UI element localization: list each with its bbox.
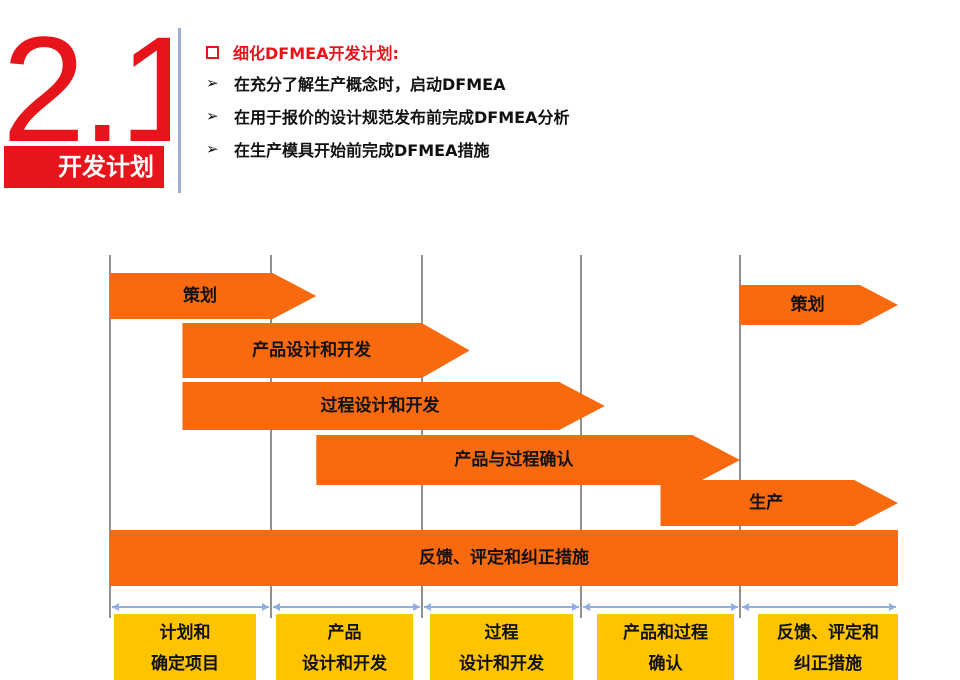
intro-bullet: ➢ 在充分了解生产概念时，启动DFMEA: [206, 66, 569, 99]
apqp-timeline-diagram: 策划策划产品设计和开发过程设计和开发产品与过程确认生产反馈、评定和纠正措施计划和…: [109, 255, 898, 680]
square-bullet-icon: [206, 45, 219, 59]
scale-arrow-icon: [742, 603, 749, 611]
activity-bar: [182, 382, 605, 430]
scale-arrow-icon: [424, 603, 431, 611]
activity-bar: [740, 285, 898, 325]
intro-title-row: 细化DFMEA开发计划:: [206, 38, 569, 66]
intro-list: 细化DFMEA开发计划: ➢ 在充分了解生产概念时，启动DFMEA ➢ 在用于报…: [206, 38, 569, 165]
activity-bar-label: 生产: [749, 492, 783, 513]
activity-bar: [316, 435, 740, 485]
scale-arrow-icon: [413, 603, 420, 611]
activity-bar: [660, 480, 898, 526]
intro-bullet-text: 在用于报价的设计规范发布前完成DFMEA分析: [234, 107, 570, 127]
phase-box-label: 产品和过程: [623, 622, 708, 643]
phase-box: [430, 614, 573, 680]
scale-arrow-icon: [273, 603, 280, 611]
arrow-bullet-icon: ➢: [206, 139, 219, 158]
phase-box-label: 反馈、评定和: [777, 622, 879, 643]
activity-bar: [110, 273, 317, 319]
scale-arrow-icon: [583, 603, 590, 611]
scale-arrow-icon: [262, 603, 269, 611]
phase-box-label: 计划和: [160, 622, 211, 643]
phase-box-label: 纠正措施: [794, 653, 862, 674]
activity-bar-label: 产品与过程确认: [454, 449, 574, 470]
phase-box-label: 过程: [485, 623, 519, 643]
phase-box: [114, 614, 256, 680]
phase-box-label: 设计和开发: [459, 653, 545, 674]
section-title-box: 开发计划: [4, 146, 164, 188]
activity-bar-label: 产品设计和开发: [252, 340, 372, 361]
intro-bullet-text: 在生产模具开始前完成DFMEA措施: [234, 140, 490, 160]
vertical-divider: [178, 28, 181, 193]
phase-box-label: 产品: [328, 622, 362, 643]
phase-box-label: 确认: [649, 653, 684, 674]
arrow-bullet-icon: ➢: [206, 73, 219, 92]
phase-box: [597, 614, 734, 680]
scale-arrow-icon: [572, 603, 579, 611]
scale-arrow-icon: [889, 603, 896, 611]
section-title: 开发计划: [58, 153, 154, 181]
intro-bullet-text: 在充分了解生产概念时，启动DFMEA: [234, 74, 506, 94]
scale-arrow-icon: [731, 603, 738, 611]
activity-bar: [182, 323, 470, 378]
phase-box-label: 确定项目: [151, 653, 219, 674]
phase-box: [276, 614, 413, 680]
intro-bullet: ➢ 在生产模具开始前完成DFMEA措施: [206, 132, 569, 165]
intro-bullet: ➢ 在用于报价的设计规范发布前完成DFMEA分析: [206, 99, 569, 132]
activity-bar: [110, 530, 898, 586]
activity-bar-label: 策划: [791, 294, 825, 315]
arrow-bullet-icon: ➢: [206, 106, 219, 125]
phase-box-label: 设计和开发: [302, 653, 388, 674]
scale-arrow-icon: [112, 603, 119, 611]
intro-title: 细化DFMEA开发计划:: [233, 44, 399, 63]
section-number: 2.1: [2, 28, 170, 150]
activity-bar-label: 反馈、评定和纠正措施: [419, 547, 589, 568]
activity-bar-label: 策划: [183, 285, 217, 306]
phase-box: [758, 614, 898, 680]
activity-bar-label: 过程设计和开发: [320, 395, 440, 416]
